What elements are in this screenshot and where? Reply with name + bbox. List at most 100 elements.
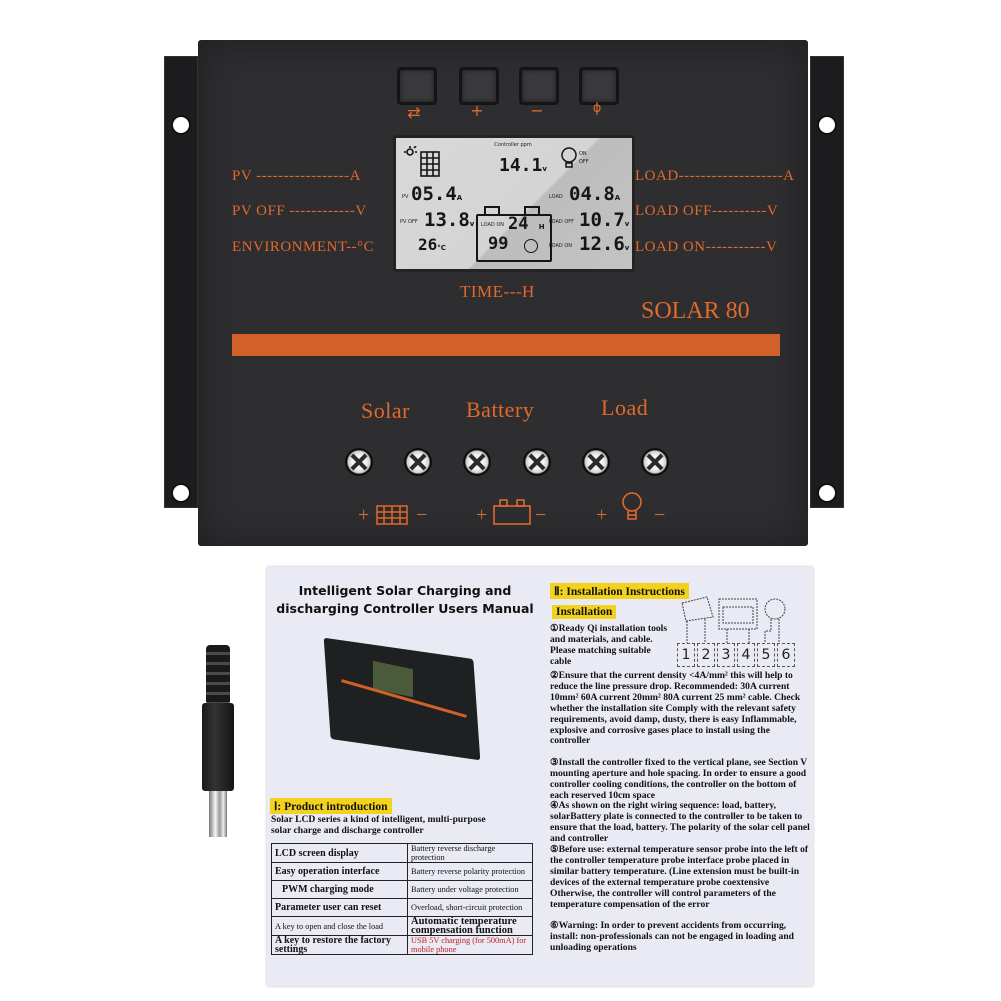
load-on-label: LOAD ON-----------V [635, 239, 778, 255]
pv-off-label: PV OFF ------------V [232, 203, 367, 219]
battery-plus: + [476, 504, 488, 526]
terminal-number-5: 5 [757, 643, 775, 667]
step-5: ⑤Before use: external temperature sensor… [550, 844, 809, 910]
lcd-screen: Controller ppm 14.1v ON OFF PV 05.4A PV … [393, 135, 635, 272]
right-mounting-bracket [810, 56, 844, 508]
battery-minus: − [535, 504, 547, 526]
step-4: ④As shown on the right wiring sequence: … [550, 800, 810, 844]
terminal-number-1: 1 [677, 643, 695, 667]
mounting-hole [817, 483, 837, 503]
section1-heading: Ⅰ: Product introduction [270, 798, 392, 814]
mounting-hole [817, 115, 837, 135]
section1-intro: Solar LCD series a kind of intelligent, … [271, 814, 486, 836]
load-off-lcd-label: LOAD OFF [549, 219, 575, 225]
dc-power-connector [198, 645, 238, 845]
load-on-time: 24 H [508, 214, 545, 234]
load-on-time-label: LOAD ON [481, 222, 504, 228]
svg-text:OFF: OFF [579, 159, 589, 165]
load-off-label: LOAD OFF----------V [635, 203, 779, 219]
step-3: ③Install the controller fixed to the ver… [550, 757, 808, 801]
solar-negative-terminal[interactable] [404, 448, 432, 476]
pv-off-voltage: 13.8v [424, 209, 475, 231]
load-negative-terminal[interactable] [641, 448, 669, 476]
svg-text:ON: ON [579, 151, 587, 157]
solar-terminal-label: Solar [361, 398, 410, 423]
terminal-number-4: 4 [737, 643, 755, 667]
solar-plus: + [358, 504, 370, 526]
lightbulb-icon [622, 492, 642, 520]
solar-panel-icon [376, 505, 408, 525]
load-minus: − [654, 504, 666, 526]
load-on-lcd-label: LOAD ON [549, 243, 572, 249]
switch-key[interactable] [397, 67, 437, 105]
step-2: ②Ensure that the current density <4A/mm²… [550, 670, 801, 747]
time-label: TIME---H [460, 282, 535, 301]
connector-barrel [209, 791, 227, 837]
mounting-hole [171, 483, 191, 503]
solar-charge-controller [198, 40, 808, 546]
environment-label: ENVIRONMENT--°C [232, 239, 375, 255]
connector-body [202, 703, 234, 791]
solar-minus: − [416, 504, 428, 526]
terminal-number-6: 6 [777, 643, 795, 667]
lightbulb-icon: ɸ [592, 101, 602, 116]
solar-positive-terminal[interactable] [345, 448, 373, 476]
load-off-voltage: 10.7v [579, 209, 630, 231]
load-label: LOAD-------------------A [635, 168, 795, 184]
plus-key[interactable] [459, 67, 499, 105]
load-terminal-label: Load [601, 395, 649, 420]
load-bulb-icon: ON OFF [561, 147, 589, 168]
terminal-number-3: 3 [717, 643, 735, 667]
system-voltage: 14.1v [499, 155, 547, 176]
plus-icon: + [470, 101, 484, 120]
step-1: ①Ready Qi installation tools and materia… [550, 623, 668, 667]
temperature: 26°C [418, 235, 446, 254]
step-6: ⑥Warning: In order to prevent accidents … [550, 920, 794, 953]
section2-heading: Ⅱ: Installation Instructions [550, 583, 689, 599]
battery-positive-terminal[interactable] [463, 448, 491, 476]
minus-key[interactable] [519, 67, 559, 105]
mounting-hole [171, 115, 191, 135]
swap-arrows-icon: ⇄ [407, 103, 421, 122]
left-mounting-bracket [164, 56, 198, 508]
load-on-voltage: 12.6v [579, 233, 630, 255]
load-lcd-label: LOAD [549, 194, 563, 200]
solar-panel-icon [404, 146, 440, 177]
pv-current: 05.4A [411, 183, 463, 205]
battery-percent: 99 [488, 234, 509, 254]
manual-title-line2: discharging Controller Users Manual [276, 601, 534, 616]
strain-relief-spring [206, 645, 230, 705]
pv-label: PV -----------------A [232, 168, 361, 184]
model-name: SOLAR 80 [641, 298, 750, 324]
orange-stripe [232, 334, 780, 356]
terminal-number-2: 2 [697, 643, 715, 667]
manual-title-line1: Intelligent Solar Charging and [298, 583, 512, 598]
installation-heading: Installation [552, 605, 617, 619]
minus-icon: − [530, 101, 544, 120]
load-plus: + [596, 504, 608, 526]
battery-icon [476, 214, 552, 262]
light-key[interactable] [579, 67, 619, 105]
pv-off-lcd-label: PV OFF [400, 219, 418, 225]
load-current: 04.8A [569, 183, 621, 205]
battery-terminal [524, 206, 540, 216]
wiring-lines [681, 596, 786, 643]
pv-lcd-label: PV [402, 194, 409, 200]
manual-title: Intelligent Solar Charging and dischargi… [267, 582, 543, 618]
battery-terminal [484, 206, 500, 216]
battery-icon [493, 499, 531, 525]
battery-terminal-label: Battery [466, 397, 535, 422]
status-face-icon [524, 239, 538, 253]
product-photo [317, 635, 492, 773]
controller-label: Controller ppm [494, 142, 532, 148]
user-manual: Intelligent Solar Charging and dischargi… [267, 567, 813, 986]
wiring-diagram: 1 2 3 4 5 6 [677, 595, 799, 667]
load-positive-terminal[interactable] [582, 448, 610, 476]
battery-negative-terminal[interactable] [523, 448, 551, 476]
